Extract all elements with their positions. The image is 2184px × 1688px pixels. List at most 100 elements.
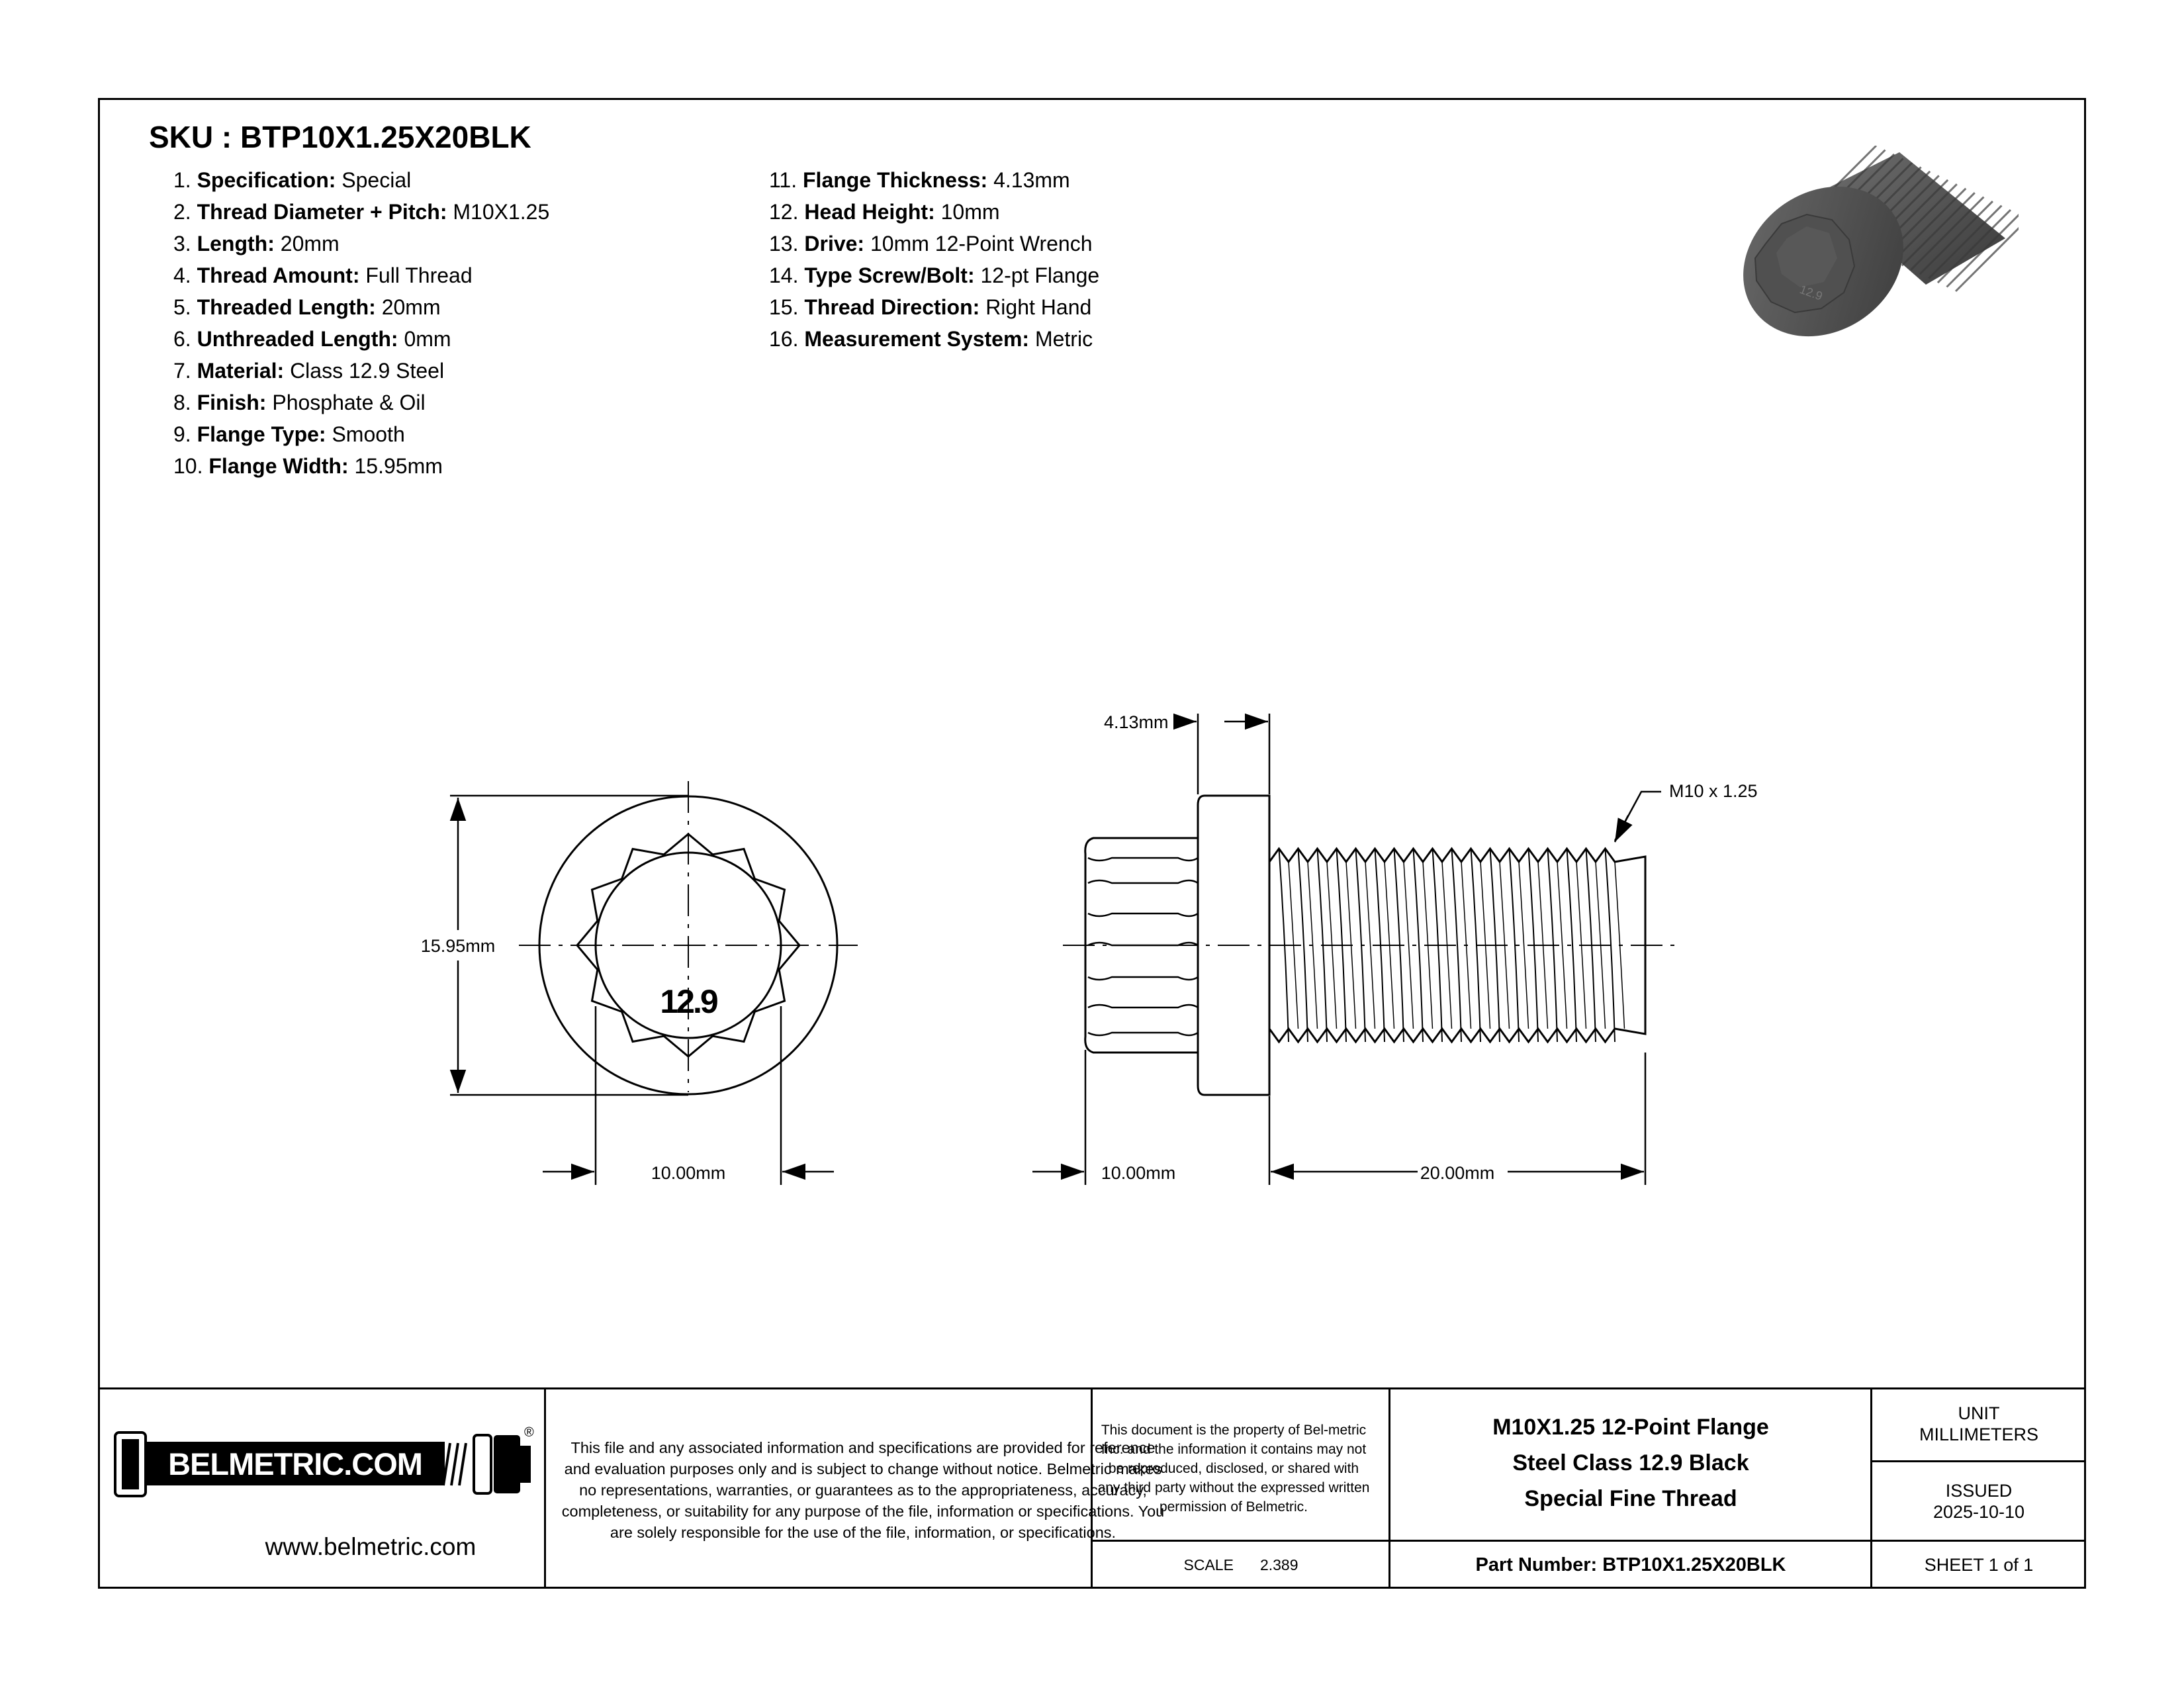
thread-root [1557,861,1568,1029]
render-thread-line [1954,226,2019,293]
head-flute-line [1087,1031,1199,1037]
spec-label: Flange Width: [208,454,349,478]
spec-number: 8. [173,391,191,414]
property-notice: This document is the property of Bel-met… [1097,1422,1370,1515]
spec-item: 14. Type Screw/Bolt: 12-pt Flange [769,259,1099,291]
render-thread-line [1892,187,1967,262]
thread-root [1518,861,1529,1029]
head-flute-line [1087,1004,1199,1009]
render-thread-line [1910,196,1985,271]
thread-flank [1297,848,1308,1043]
unit-label: UNIT [1958,1403,2000,1423]
sheet-number: SHEET 1 of 1 [1924,1554,2034,1575]
spec-number: 16. [769,327,799,351]
spec-item: 6. Unthreaded Length: 0mm [173,323,549,355]
spec-label: Type Screw/Bolt: [804,263,975,287]
spec-item: 10. Flange Width: 15.95mm [173,450,549,482]
spec-label: Threaded Length: [197,295,376,319]
spec-number: 10. [173,454,203,478]
spec-number: 4. [173,263,191,287]
spec-value: Class 12.9 Steel [290,359,445,383]
dim-flange-thickness: 4.13mm [1104,712,1169,732]
spec-label: Flange Type: [197,422,326,446]
sku-title: SKU : BTP10X1.25X20BLK [149,120,531,154]
spec-number: 5. [173,295,191,319]
spec-value: Special [341,168,412,192]
spec-item: 2. Thread Diameter + Pitch: M10X1.25 [173,196,549,228]
render-thread-line [1936,209,2011,284]
thread-flank [1451,848,1462,1043]
render-thread-line [1946,213,2019,288]
part-number: Part Number: BTP10X1.25X20BLK [1475,1554,1786,1575]
spec-label: Specification: [197,168,336,192]
product-title-line-1: M10X1.25 12-Point Flange [1492,1415,1769,1440]
spec-number: 15. [769,295,799,319]
render-thread-line [1928,205,2003,279]
issued-field: ISSUED 2025-10-10 [1872,1463,2086,1540]
spec-value: Smooth [332,422,405,446]
spec-item: 7. Material: Class 12.9 Steel [173,355,549,387]
spec-label: Flange Thickness: [803,168,988,192]
technical-drawing: 12.9 15.95mm 10.00mm 4. [420,712,1758,1185]
dim-drive-front: 10.00mm [651,1163,726,1183]
spec-item: 3. Length: 20mm [173,228,549,259]
spec-number: 11. [769,168,797,192]
thread-flank [1566,848,1577,1043]
side-flange [1197,794,1271,1096]
thread-root [1403,861,1414,1029]
title-block: BELMETRIC.COM ® www.belmetric.com This f… [98,1387,2086,1589]
spec-item: 13. Drive: 10mm 12-Point Wrench [769,228,1099,259]
bolt-render: 12.9 [1743,146,2019,337]
spec-value: 20mm [381,295,441,319]
spec-label: Drive: [804,232,865,256]
spec-item: 9. Flange Type: Smooth [173,418,549,450]
spec-item: 15. Thread Direction: Right Hand [769,291,1099,323]
spec-label: Thread Diameter + Pitch: [197,200,447,224]
spec-number: 6. [173,327,191,351]
spec-number: 14. [769,263,799,287]
spec-item: 12. Head Height: 10mm [769,196,1099,228]
website-link[interactable]: www.belmetric.com [265,1533,477,1560]
dim-thread-callout: M10 x 1.25 [1669,781,1758,801]
belmetric-logo: BELMETRIC.COM ® [114,1426,534,1497]
product-title: M10X1.25 12-Point Flange Steel Class 12.… [1390,1397,1872,1529]
spec-label: Material: [197,359,285,383]
scale-label: SCALE [1183,1556,1234,1573]
unit-value: MILLIMETERS [1919,1425,2039,1444]
spec-item: 11. Flange Thickness: 4.13mm [769,164,1099,196]
spec-label: Thread Direction: [804,295,980,319]
spec-number: 7. [173,359,191,383]
head-flute-line [1087,879,1199,884]
render-head: 12.9 [1754,213,1856,314]
unit-field: UNIT MILLIMETERS [1872,1387,2086,1460]
thread-flank [1412,848,1424,1043]
spec-value: Full Thread [365,263,473,287]
dim-thread-length: 20.00mm [1420,1163,1495,1183]
spec-label: Length: [197,232,275,256]
issued-value: 2025-10-10 [1933,1502,2025,1522]
spec-number: 9. [173,422,191,446]
spec-label: Thread Amount: [197,263,360,287]
logo-registered: ® [524,1426,534,1440]
product-title-line-2: Steel Class 12.9 Black [1512,1450,1749,1476]
front-grade-mark: 12.9 [660,983,717,1020]
spec-list-left: 1. Specification: Special 2. Thread Diame… [173,164,549,482]
spec-value: Metric [1034,327,1093,351]
thread-flank [1508,848,1520,1043]
spec-label: Unthreaded Length: [197,327,398,351]
spec-value: Right Hand [985,295,1092,319]
spec-number: 1. [173,168,191,192]
head-flute-line [1087,857,1199,862]
side-dimensions [1032,713,1661,1185]
thread-flank [1604,848,1615,1043]
spec-label: Measurement System: [804,327,1030,351]
spec-item: 16. Measurement System: Metric [769,323,1099,355]
spec-value: 10mm 12-Point Wrench [870,232,1093,256]
spec-value: 0mm [404,327,451,351]
spec-value: 20mm [280,232,340,256]
spec-value: 12-pt Flange [980,263,1100,287]
spec-value: 10mm [940,200,1000,224]
spec-label: Finish: [197,391,267,414]
spec-item: 8. Finish: Phosphate & Oil [173,387,549,418]
